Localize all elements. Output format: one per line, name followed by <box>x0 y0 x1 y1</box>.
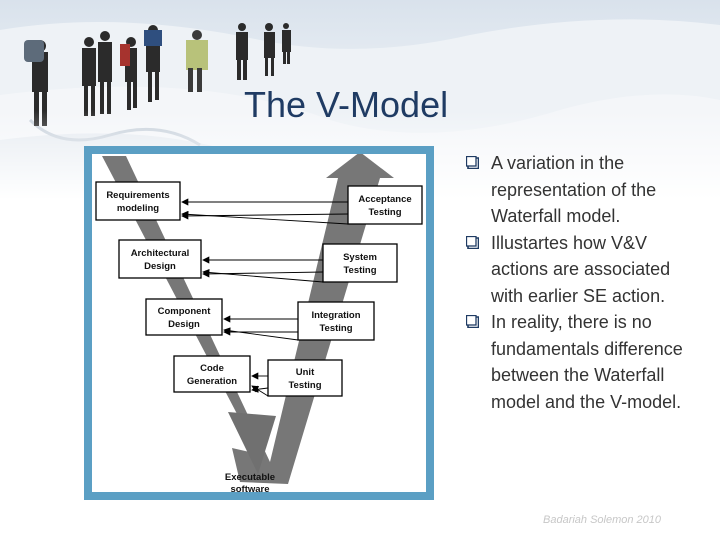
box-acceptance-testing: Acceptance Testing <box>347 185 423 225</box>
box-code-generation: Code Generation <box>173 355 251 393</box>
box-text-line: Unit <box>296 367 315 378</box>
connector-arrow <box>223 327 299 341</box>
checkbox-square-icon <box>466 315 479 328</box>
v-arrow-head <box>228 412 276 474</box>
v-model-diagram-svg: Requirements modeling Architectural Desi… <box>95 154 423 492</box>
box-unit-testing: Unit Testing <box>267 359 343 397</box>
box-text-line: Architectural <box>131 248 190 259</box>
box-text-line: Acceptance <box>358 194 411 205</box>
box-text-line: Component <box>158 306 212 317</box>
v-model-diagram: Requirements modeling Architectural Desi… <box>92 154 426 492</box>
box-text-line: Design <box>168 319 200 330</box>
box-text-line: System <box>343 252 377 263</box>
box-integration-testing: Integration Testing <box>297 301 375 341</box>
box-text-line: Testing <box>368 207 401 218</box>
box-requirements-modeling: Requirements modeling <box>95 181 181 221</box>
v-model-diagram-frame: Requirements modeling Architectural Desi… <box>84 146 434 500</box>
box-system-testing: System Testing <box>322 243 398 283</box>
box-component-design: Component Design <box>145 298 223 336</box>
checkbox-square-icon <box>466 156 479 169</box>
executable-software-label-line1: Executable <box>225 472 275 483</box>
box-text-line: Design <box>144 261 176 272</box>
box-text-line: Code <box>200 363 224 374</box>
connector-arrow <box>251 385 269 397</box>
bullet-item: In reality, there is no fundamentals dif… <box>466 309 706 415</box>
box-text-line: Testing <box>288 380 321 391</box>
bullet-list: A variation in the representation of the… <box>466 150 706 415</box>
box-text-line: Integration <box>311 310 360 321</box>
executable-software-label-line2: software <box>230 484 269 492</box>
connector-arrow <box>202 268 324 283</box>
box-text-line: Testing <box>343 265 376 276</box>
box-architectural-design: Architectural Design <box>118 239 202 279</box>
bullet-item: Illustartes how V&V actions are associat… <box>466 230 706 310</box>
bullet-item: A variation in the representation of the… <box>466 150 706 230</box>
bullet-text: Illustartes how V&V actions are associat… <box>491 232 671 306</box>
box-text-line: modeling <box>117 203 159 214</box>
box-text-line: Generation <box>187 376 237 387</box>
bullet-text: In reality, there is no fundamentals dif… <box>491 312 683 412</box>
slide-title: The V-Model <box>244 84 449 125</box>
connector-arrow <box>181 210 349 225</box>
connector-arrows <box>181 198 349 397</box>
checkbox-square-icon <box>466 235 479 249</box>
box-text-line: Requirements <box>106 190 169 201</box>
connector-arrow <box>251 385 269 393</box>
bullet-text: A variation in the representation of the… <box>491 153 657 226</box>
box-text-line: Testing <box>319 323 352 334</box>
footer-credit: Badariah Solemon 2010 <box>543 514 662 526</box>
